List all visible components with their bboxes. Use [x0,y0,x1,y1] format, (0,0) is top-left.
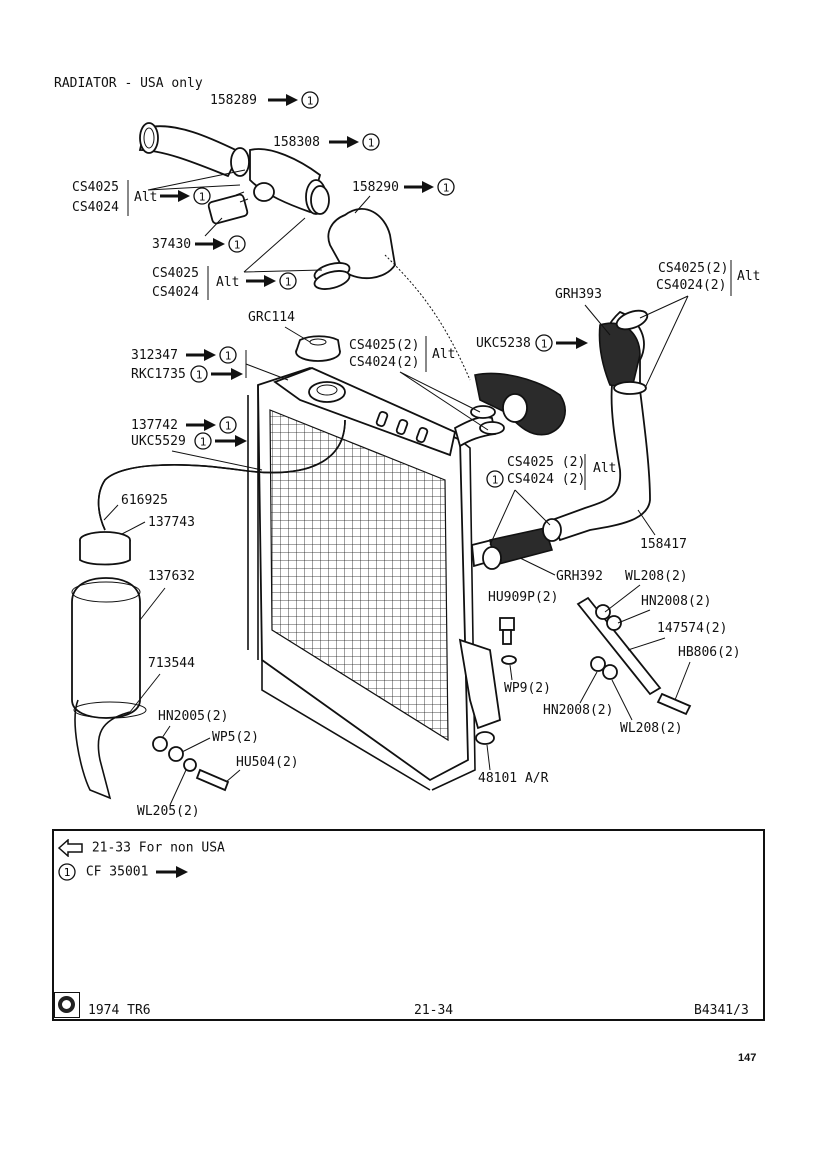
radiator-cap-grc114 [295,335,341,362]
label-cs4024-b: CS4024 [152,285,199,300]
label-grc114: GRC114 [248,310,295,325]
label-cs4025-2-a: CS4025(2) [658,261,728,276]
label-hu504-2: HU504(2) [236,755,299,770]
label-158289: 158289 [210,93,257,108]
circled-one-icon: 1 [58,863,76,881]
non-usa-reference: 21-33 For non USA [57,838,225,858]
tank-fasteners [152,736,230,792]
label-wp5-2: WP5(2) [212,730,259,745]
model-text: 1974 TR6 [88,1003,151,1018]
circled-one-icon: 1 [225,350,232,363]
label-cs4024-a: CS4024 [72,200,119,215]
arrow-right-icon [193,234,247,254]
expansion-tank-137632 [71,531,147,800]
page-number: 147 [738,1052,757,1064]
svg-text:1: 1 [64,866,71,879]
label-wl208-2-a: WL208(2) [625,569,688,584]
label-cs4025-2-b: CS4025(2) [349,338,419,353]
arrow-right-icon [266,90,320,110]
circled-one-icon [486,470,504,488]
label-wl208-2-b: WL208(2) [620,721,683,736]
label-48101: 48101 A/R [478,771,549,786]
diagram-title: RADIATOR - USA only [54,76,203,91]
label-37430: 37430 [152,237,191,252]
hollow-left-arrow-icon [57,838,83,858]
circled-one-icon [534,333,590,353]
label-alt-c: Alt [737,269,760,284]
svg-text:1: 1 [492,474,499,487]
label-713544: 713544 [148,656,195,671]
label-158417: 158417 [640,537,687,552]
cf-reference-text: CF 35001 [85,864,149,880]
label-cs4024-2-c: CS4024 (2) [507,472,585,487]
label-alt-d: Alt [432,347,455,362]
hose-158290 [327,208,396,280]
label-grh392: GRH392 [556,569,603,584]
cf-reference: 1 CF 35001 [58,863,190,881]
temperature-sensor-37430 [207,193,249,225]
british-leyland-logo-icon [54,992,80,1018]
label-cs4025-a: CS4025 [72,180,119,195]
label-alt-e: Alt [593,461,616,476]
label-158290: 158290 [352,180,399,195]
bracket-assembly-147574 [499,596,692,716]
arrow-right-icon [158,186,212,206]
label-137743: 137743 [148,515,195,530]
hose-clip [230,147,250,177]
label-hu909p-2: HU909P(2) [488,590,558,605]
circled-one-icon [193,431,249,451]
label-ukc5238: UKC5238 [476,336,531,351]
page-reference: 21-34 [414,1003,454,1018]
tank-strap-713544 [74,699,131,800]
mounting-pad-48101 [475,731,495,745]
reference-box: 21-33 For non USA 1 CF 35001 1974 TR6 21… [52,829,765,1021]
label-hb806-2: HB806(2) [678,645,741,660]
label-147574-2: 147574(2) [657,621,727,636]
radiator [247,367,501,791]
hose-clip [139,122,159,154]
label-cs4025-2-c: CS4025 (2) [507,455,585,470]
label-hn2008-2-b: HN2008(2) [543,703,613,718]
label-wl205-2: WL205(2) [137,804,200,819]
label-137632: 137632 [148,569,195,584]
label-hn2005-2: HN2005(2) [158,709,228,724]
label-alt-a: Alt [134,190,157,205]
label-ukc5529: UKC5529 [131,434,186,449]
arrow-right-icon [244,271,298,291]
arrow-right-icon [402,177,456,197]
label-616925: 616925 [121,493,168,508]
arrow-right-icon [184,415,238,435]
label-cs4024-2-b: CS4024(2) [349,355,419,370]
label-grh393: GRH393 [555,287,602,302]
label-alt-b: Alt [216,275,239,290]
document-code: B4341/3 [694,1003,749,1018]
lower-hose-assembly [384,254,651,570]
label-158308: 158308 [273,135,320,150]
upper-hose-assembly [138,122,396,290]
non-usa-reference-text: 21-33 For non USA [91,840,225,856]
arrow-right-icon [327,132,381,152]
arrow-right-icon [156,866,189,878]
callout-labels: 158289 158308 CS4025 CS4024 Alt 158290 3… [72,90,760,819]
label-cs4025-b: CS4025 [152,266,199,281]
label-312347: 312347 [131,348,178,363]
label-137742: 137742 [131,418,178,433]
label-hn2008-2-a: HN2008(2) [641,594,711,609]
label-rkc1735: RKC1735 [131,367,186,382]
label-cs4024-2-a: CS4024(2) [656,278,726,293]
circled-one-icon [189,364,245,384]
radiator-core [269,409,449,742]
label-wp9-2: WP9(2) [504,681,551,696]
